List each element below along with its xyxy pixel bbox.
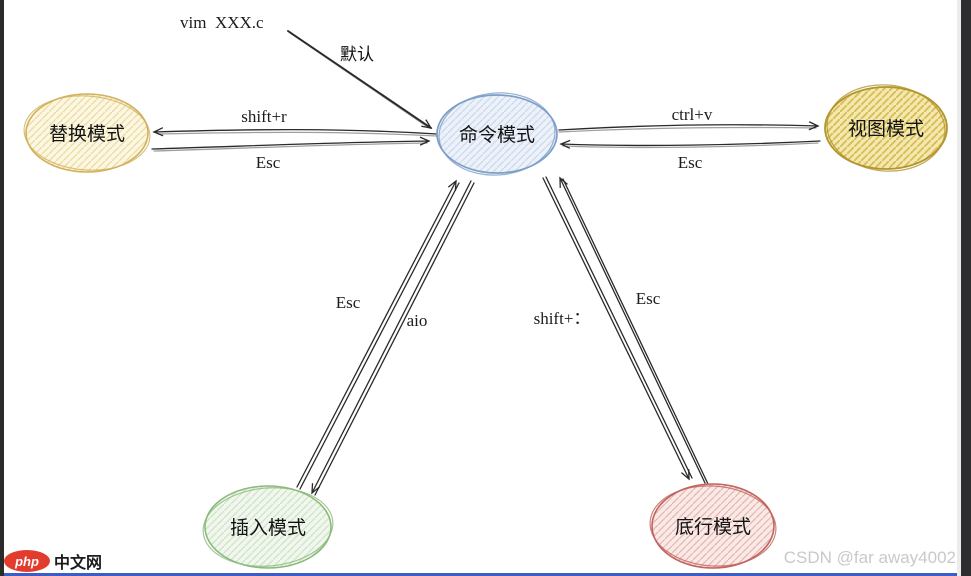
node-view-label: 视图模式 bbox=[848, 118, 924, 140]
arrow-from-view-sketch bbox=[562, 142, 819, 149]
php-logo-badge bbox=[4, 550, 50, 572]
arrow-from-replace bbox=[151, 136, 431, 150]
edge-label-aio: aio bbox=[407, 311, 428, 330]
node-replace-sketch bbox=[23, 95, 151, 171]
scrollbar[interactable] bbox=[961, 0, 971, 576]
node-command-label: 命令模式 bbox=[459, 124, 535, 146]
arrow-from-replace-sketch bbox=[153, 142, 428, 152]
bottom-accent-bar bbox=[0, 573, 971, 576]
node-insert-shape bbox=[204, 485, 332, 569]
node-command-sketch bbox=[438, 92, 556, 176]
node-insert: 插入模式 bbox=[202, 485, 334, 569]
php-logo-site-text: 中文网 bbox=[54, 553, 102, 572]
node-replace-label: 替换模式 bbox=[49, 123, 125, 145]
arrow-to-insert-sketch bbox=[314, 182, 475, 496]
edge-label-esc-view: Esc bbox=[678, 153, 703, 172]
arrow-to-replace bbox=[152, 127, 438, 137]
edges-layer bbox=[151, 30, 821, 496]
arrow-to-view bbox=[558, 121, 820, 131]
php-logo-badge-text: php bbox=[14, 554, 39, 569]
node-insert-sketch bbox=[202, 487, 334, 567]
arrow-to-lastline bbox=[542, 177, 690, 481]
node-lastline-label: 底行模式 bbox=[675, 516, 751, 538]
edge-label-esc-lastline: Esc bbox=[636, 289, 661, 308]
edge-label-default: 默认 bbox=[340, 45, 374, 65]
node-insert-label: 插入模式 bbox=[230, 517, 306, 539]
arrow-default-entry-sketch bbox=[289, 32, 430, 129]
arrow-default-entry bbox=[287, 30, 433, 129]
node-lastline-sketch bbox=[649, 485, 777, 567]
edge-label-shift-colon: shift+： bbox=[534, 309, 591, 328]
edge-label-esc-insert: Esc bbox=[336, 293, 361, 312]
arrow-from-lastline bbox=[559, 176, 706, 484]
php-cn-logo: php 中文网 bbox=[4, 550, 102, 572]
node-replace-shape bbox=[25, 93, 149, 173]
edge-label-shift-r: shift+r bbox=[241, 107, 287, 126]
left-edge-border bbox=[0, 0, 4, 576]
node-view-shape bbox=[824, 86, 948, 170]
arrow-to-view-sketch bbox=[558, 126, 817, 133]
scrollbar-track[interactable] bbox=[957, 0, 961, 576]
edge-label-esc-replace: Esc bbox=[256, 153, 281, 172]
node-replace: 替换模式 bbox=[23, 93, 151, 173]
node-lastline: 底行模式 bbox=[649, 483, 777, 569]
arrow-to-lastline-sketch bbox=[545, 176, 693, 479]
arrow-from-insert-sketch bbox=[299, 182, 460, 490]
node-command: 命令模式 bbox=[436, 92, 558, 176]
start-command-label: vim XXX.c bbox=[180, 13, 264, 32]
node-command-shape bbox=[436, 94, 558, 174]
arrow-from-view bbox=[559, 139, 821, 149]
node-view: 视图模式 bbox=[824, 84, 948, 172]
arrow-to-insert bbox=[311, 180, 472, 495]
arrow-from-lastline-sketch bbox=[562, 178, 709, 485]
arrow-from-insert bbox=[296, 179, 457, 488]
arrow-to-replace-sketch bbox=[157, 131, 438, 137]
edge-label-ctrl-v: ctrl+v bbox=[672, 105, 713, 124]
node-lastline-shape bbox=[651, 483, 775, 569]
node-view-sketch bbox=[826, 84, 946, 172]
csdn-watermark: CSDN @far away4002 bbox=[784, 548, 956, 567]
